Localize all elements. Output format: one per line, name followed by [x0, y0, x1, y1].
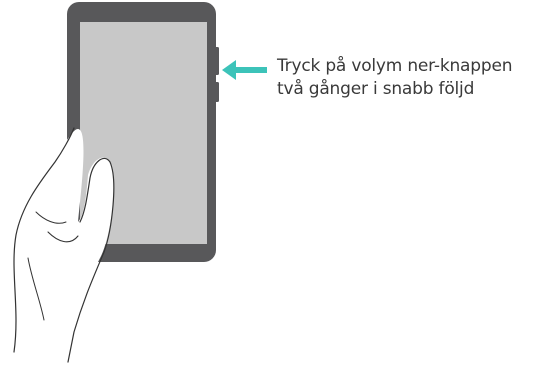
hand-icon — [8, 128, 114, 367]
arrow-left-icon — [222, 60, 267, 80]
instruction-caption: Tryck på volym ner-knappen två gånger i … — [277, 55, 545, 101]
instruction-line-1: Tryck på volym ner-knappen — [277, 55, 545, 78]
volume-up-button — [214, 47, 219, 75]
volume-down-button — [214, 82, 219, 102]
instruction-line-2: två gånger i snabb följd — [277, 78, 545, 101]
